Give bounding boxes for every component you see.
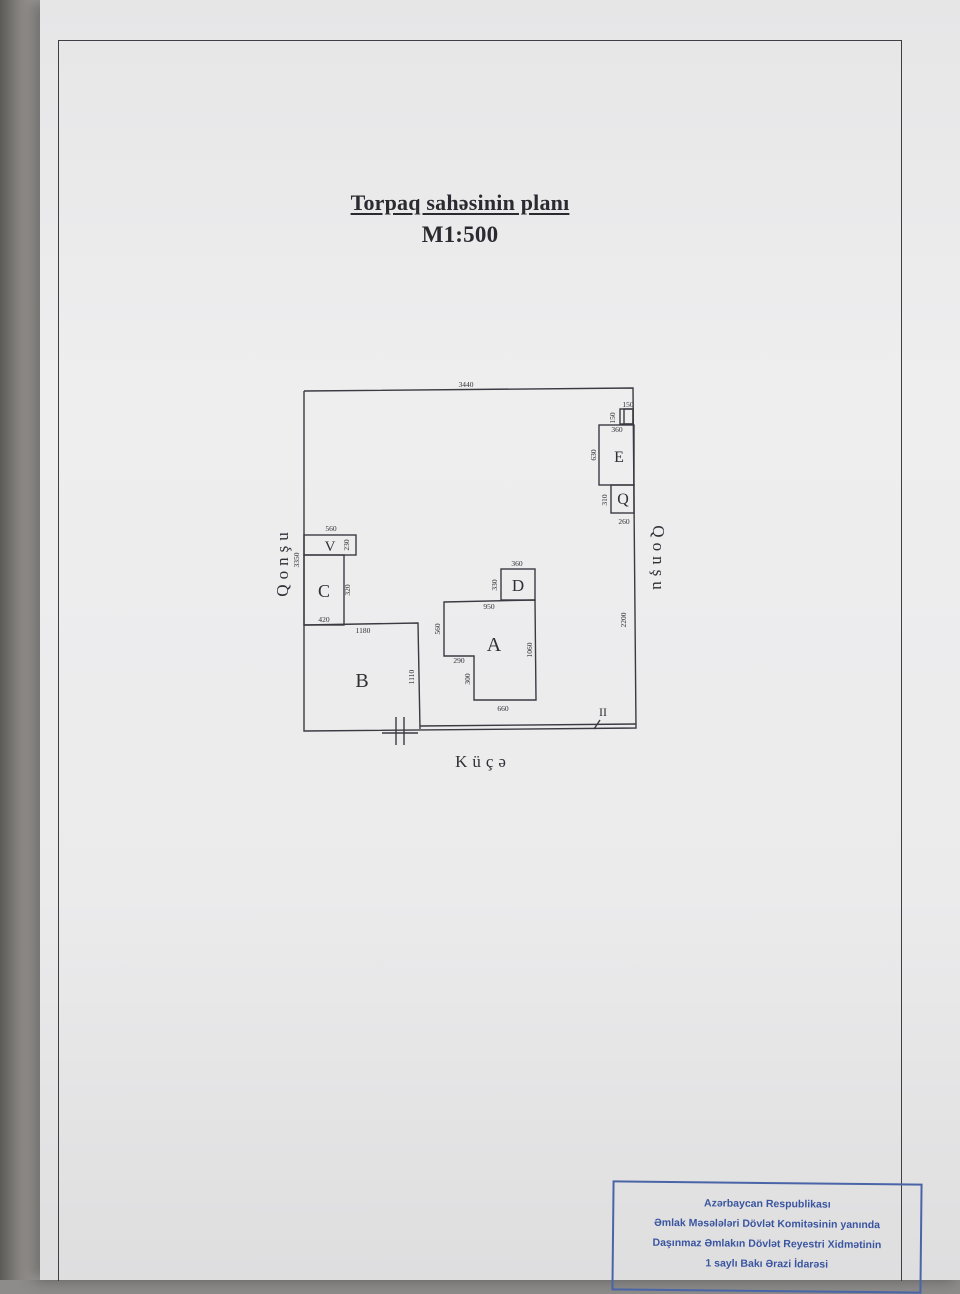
gate-mark: II — [599, 705, 607, 719]
dim-b-right: 1110 — [407, 670, 416, 685]
small-structure — [619, 408, 634, 425]
dim-a-notch-h: 300 — [463, 673, 472, 685]
dim-c-width: 420 — [318, 615, 330, 624]
dim-right-side: 2200 — [619, 612, 628, 627]
dim-v-height: 230 — [342, 539, 351, 551]
page-frame — [58, 40, 902, 1281]
dim-small-side: 150 — [608, 412, 617, 424]
dim-top: 3440 — [459, 380, 474, 389]
building-b — [303, 622, 421, 730]
dim-d-width: 360 — [511, 559, 523, 568]
dim-v-width: 560 — [325, 524, 337, 533]
dim-b-top: 1180 — [356, 626, 371, 635]
street-label: Küçə — [455, 752, 511, 771]
dim-e-height: 630 — [589, 449, 598, 461]
dim-a-top: 950 — [483, 602, 495, 611]
stamp-line-3: Daşınmaz Əmlakın Dövlət Reyestri Xidməti… — [652, 1236, 882, 1252]
document-scale: M1:500 — [421, 222, 499, 247]
label-c: C — [318, 581, 330, 601]
dim-d-height: 330 — [490, 579, 499, 591]
dim-small-top: 150 — [622, 400, 634, 409]
label-e: E — [614, 449, 624, 466]
dim-a-notch: 290 — [453, 656, 465, 665]
stamp-line-4: 1 saylı Bakı Ərazi İdarəsi — [705, 1257, 829, 1271]
registry-stamp: Azərbaycan Respublikası Əmlak Məsələləri… — [611, 1180, 923, 1294]
label-v: V — [325, 539, 336, 555]
label-a: A — [487, 634, 502, 656]
building-q — [610, 484, 635, 514]
dim-q-width: 260 — [618, 517, 630, 526]
label-d: D — [512, 576, 524, 595]
neighbor-right-label: Qonşu — [649, 525, 668, 594]
document-title: Torpaq sahəsinin planı — [350, 190, 570, 215]
dim-q-height: 310 — [600, 494, 609, 506]
dim-a-bottom: 660 — [497, 704, 509, 713]
dim-a-left: 560 — [433, 623, 442, 635]
label-b: B — [355, 670, 368, 692]
dim-left-side: 3350 — [292, 552, 301, 567]
dim-a-right: 1060 — [525, 642, 534, 657]
dim-e-width: 360 — [611, 425, 623, 434]
building-a — [443, 599, 537, 701]
dim-c-height: 320 — [343, 584, 352, 596]
document-sheet — [40, 0, 960, 1280]
label-q: Q — [617, 491, 629, 508]
neighbor-left-label: Qonşu — [273, 527, 292, 596]
